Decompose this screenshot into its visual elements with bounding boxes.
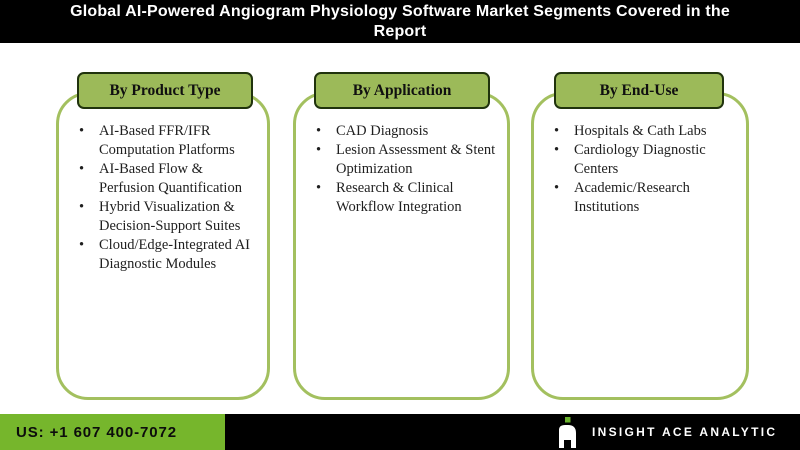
- segment-card-product-type: AI-Based FFR/IFR Computation PlatformsAI…: [56, 92, 270, 400]
- segment-tab-end-use: By End-Use: [554, 72, 724, 109]
- segment-tab-product-type: By Product Type: [77, 72, 253, 109]
- brand-logo-group: INSIGHT ACE ANALYTIC: [556, 414, 777, 450]
- segment-list-application: CAD DiagnosisLesion Assessment & Stent O…: [296, 95, 507, 217]
- insight-ace-logo-icon: [556, 416, 579, 448]
- list-item: Academic/Research Institutions: [554, 179, 736, 217]
- segment-tab-label: By Application: [352, 81, 452, 99]
- segment-list-end-use: Hospitals & Cath LabsCardiology Diagnost…: [534, 95, 746, 217]
- list-item: Research & Clinical Workflow Integration: [316, 179, 497, 217]
- list-item: Hybrid Visualization & Decision-Support …: [79, 198, 257, 236]
- segment-card-end-use: Hospitals & Cath LabsCardiology Diagnost…: [531, 92, 749, 400]
- brand-name: INSIGHT ACE ANALYTIC: [592, 425, 778, 439]
- title-bar: Global AI-Powered Angiogram Physiology S…: [0, 0, 800, 43]
- list-item: Cardiology Diagnostic Centers: [554, 141, 736, 179]
- segment-card-application: CAD DiagnosisLesion Assessment & Stent O…: [293, 92, 510, 400]
- list-item: Hospitals & Cath Labs: [554, 122, 736, 141]
- list-item: Cloud/Edge-Integrated AI Diagnostic Modu…: [79, 236, 257, 274]
- list-item: CAD Diagnosis: [316, 122, 497, 141]
- phone-badge: US: +1 607 400-7072: [0, 414, 225, 450]
- list-item: AI-Based Flow & Perfusion Quantification: [79, 160, 257, 198]
- segment-tab-application: By Application: [314, 72, 490, 109]
- segment-tab-label: By End-Use: [599, 81, 679, 99]
- list-item: AI-Based FFR/IFR Computation Platforms: [79, 122, 257, 160]
- footer-bar: US: +1 607 400-7072 INSIGHT ACE ANALYTIC: [0, 414, 800, 450]
- page-title-line2: Report: [373, 22, 427, 40]
- segment-list-product-type: AI-Based FFR/IFR Computation PlatformsAI…: [59, 95, 267, 274]
- page-title-line1: Global AI-Powered Angiogram Physiology S…: [70, 3, 730, 20]
- segment-tab-label: By Product Type: [109, 81, 221, 99]
- phone-number: US: +1 607 400-7072: [16, 423, 177, 441]
- list-item: Lesion Assessment & Stent Optimization: [316, 141, 497, 179]
